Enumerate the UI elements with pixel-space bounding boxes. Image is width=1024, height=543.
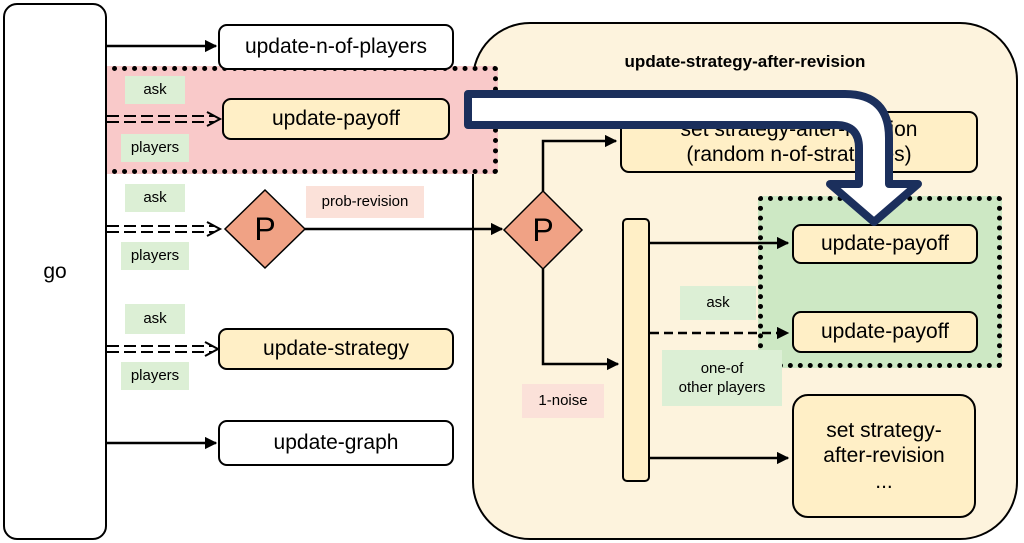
- set-strategy-bottom-box: set strategy- after-revision ...: [792, 394, 976, 518]
- dashed-arrow-update-payoff: [107, 111, 223, 127]
- p-diamond-right-label: P: [532, 211, 554, 248]
- update-graph-box: update-graph: [218, 420, 454, 466]
- ask-label-3: ask: [125, 304, 185, 334]
- ask-label-2: ask: [125, 184, 185, 212]
- arrow-to-branch-bar: [541, 269, 620, 371]
- players-label-3: players: [121, 362, 189, 390]
- one-noise-label: 1-noise: [522, 384, 604, 418]
- one-of-line1: one-of: [700, 359, 744, 377]
- update-payoff-bottom-label: update-payoff: [820, 320, 950, 344]
- go-label: go: [43, 259, 67, 283]
- update-payoff-left-box: update-payoff: [222, 98, 450, 140]
- p-diamond-left: [223, 188, 307, 270]
- dashed-arrow-p-diamond: [107, 221, 223, 237]
- update-strategy-box: update-strategy: [218, 328, 454, 370]
- arrow-to-set-strategy-random: [541, 134, 618, 191]
- set-strategy-bottom-line2: after-revision: [823, 444, 945, 468]
- go-box: go: [3, 3, 107, 540]
- panel-title: update-strategy-after-revision: [624, 52, 866, 71]
- players-label-2: players: [121, 242, 189, 270]
- set-strategy-bottom-line3: ...: [875, 469, 893, 493]
- update-payoff-left-label: update-payoff: [271, 107, 401, 131]
- update-graph-label: update-graph: [273, 431, 399, 455]
- one-of-line2: other players: [678, 379, 766, 396]
- update-payoff-bottom-box: update-payoff: [792, 311, 978, 353]
- big-navy-arrow: [464, 90, 922, 226]
- ask-label-4: ask: [680, 286, 756, 320]
- ask-label-1: ask: [125, 76, 185, 104]
- prob-revision-label: prob-revision: [306, 186, 424, 218]
- players-label-1: players: [121, 134, 189, 162]
- p-diamond-left-label: P: [254, 210, 276, 247]
- update-n-of-players-box: update-n-of-players: [218, 24, 454, 70]
- update-n-of-players-label: update-n-of-players: [244, 35, 428, 59]
- set-strategy-bottom-line1: set strategy-: [826, 419, 942, 443]
- branch-bar: [622, 218, 650, 482]
- update-payoff-top-box: update-payoff: [792, 224, 978, 264]
- update-strategy-label: update-strategy: [263, 337, 409, 361]
- dashed-arrow-update-strategy: [107, 341, 221, 357]
- update-payoff-top-label: update-payoff: [820, 232, 950, 256]
- one-of-other-players-label: one-of other players: [662, 350, 782, 406]
